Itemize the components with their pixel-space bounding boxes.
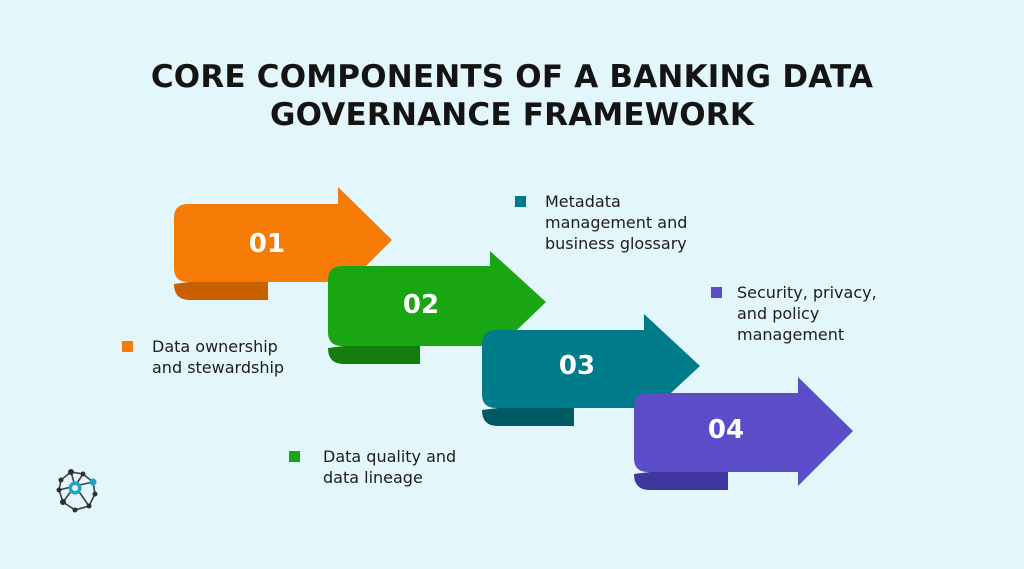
step-arrow-04-shadow xyxy=(634,472,728,490)
step-arrow-03-body xyxy=(482,314,700,418)
legend-text-04: Security, privacy, and policy management xyxy=(737,283,877,344)
legend-square-04 xyxy=(711,287,722,298)
legend-text-03: Metadata management and business glossar… xyxy=(545,192,688,253)
step-arrow-01-shadow xyxy=(174,282,268,300)
page-title: CORE COMPONENTS OF A BANKING DATA GOVERN… xyxy=(0,58,1024,134)
step-arrow-02: 02 xyxy=(328,251,546,364)
legend-text-01: Data ownership and stewardship xyxy=(152,337,285,377)
step-number-02: 02 xyxy=(403,290,439,320)
step-arrow-04-body xyxy=(634,377,853,486)
legend-square-01 xyxy=(122,341,133,352)
step-arrow-02-shadow xyxy=(328,346,420,364)
legend-square-02 xyxy=(289,451,300,462)
step-arrow-03: 03 xyxy=(482,314,700,426)
legend-square-03 xyxy=(515,196,526,207)
step-number-01: 01 xyxy=(249,229,285,259)
legend-text-02: Data quality and data lineage xyxy=(323,447,457,487)
title-line-2: GOVERNANCE FRAMEWORK xyxy=(269,97,755,133)
step-number-04: 04 xyxy=(708,415,744,445)
step-arrow-02-body xyxy=(328,251,546,356)
title-line-1: CORE COMPONENTS OF A BANKING DATA xyxy=(150,59,874,95)
step-number-03: 03 xyxy=(559,351,595,381)
step-arrow-03-shadow xyxy=(482,408,574,426)
network-logo-icon xyxy=(56,469,98,513)
step-arrow-04: 04 xyxy=(634,377,853,490)
